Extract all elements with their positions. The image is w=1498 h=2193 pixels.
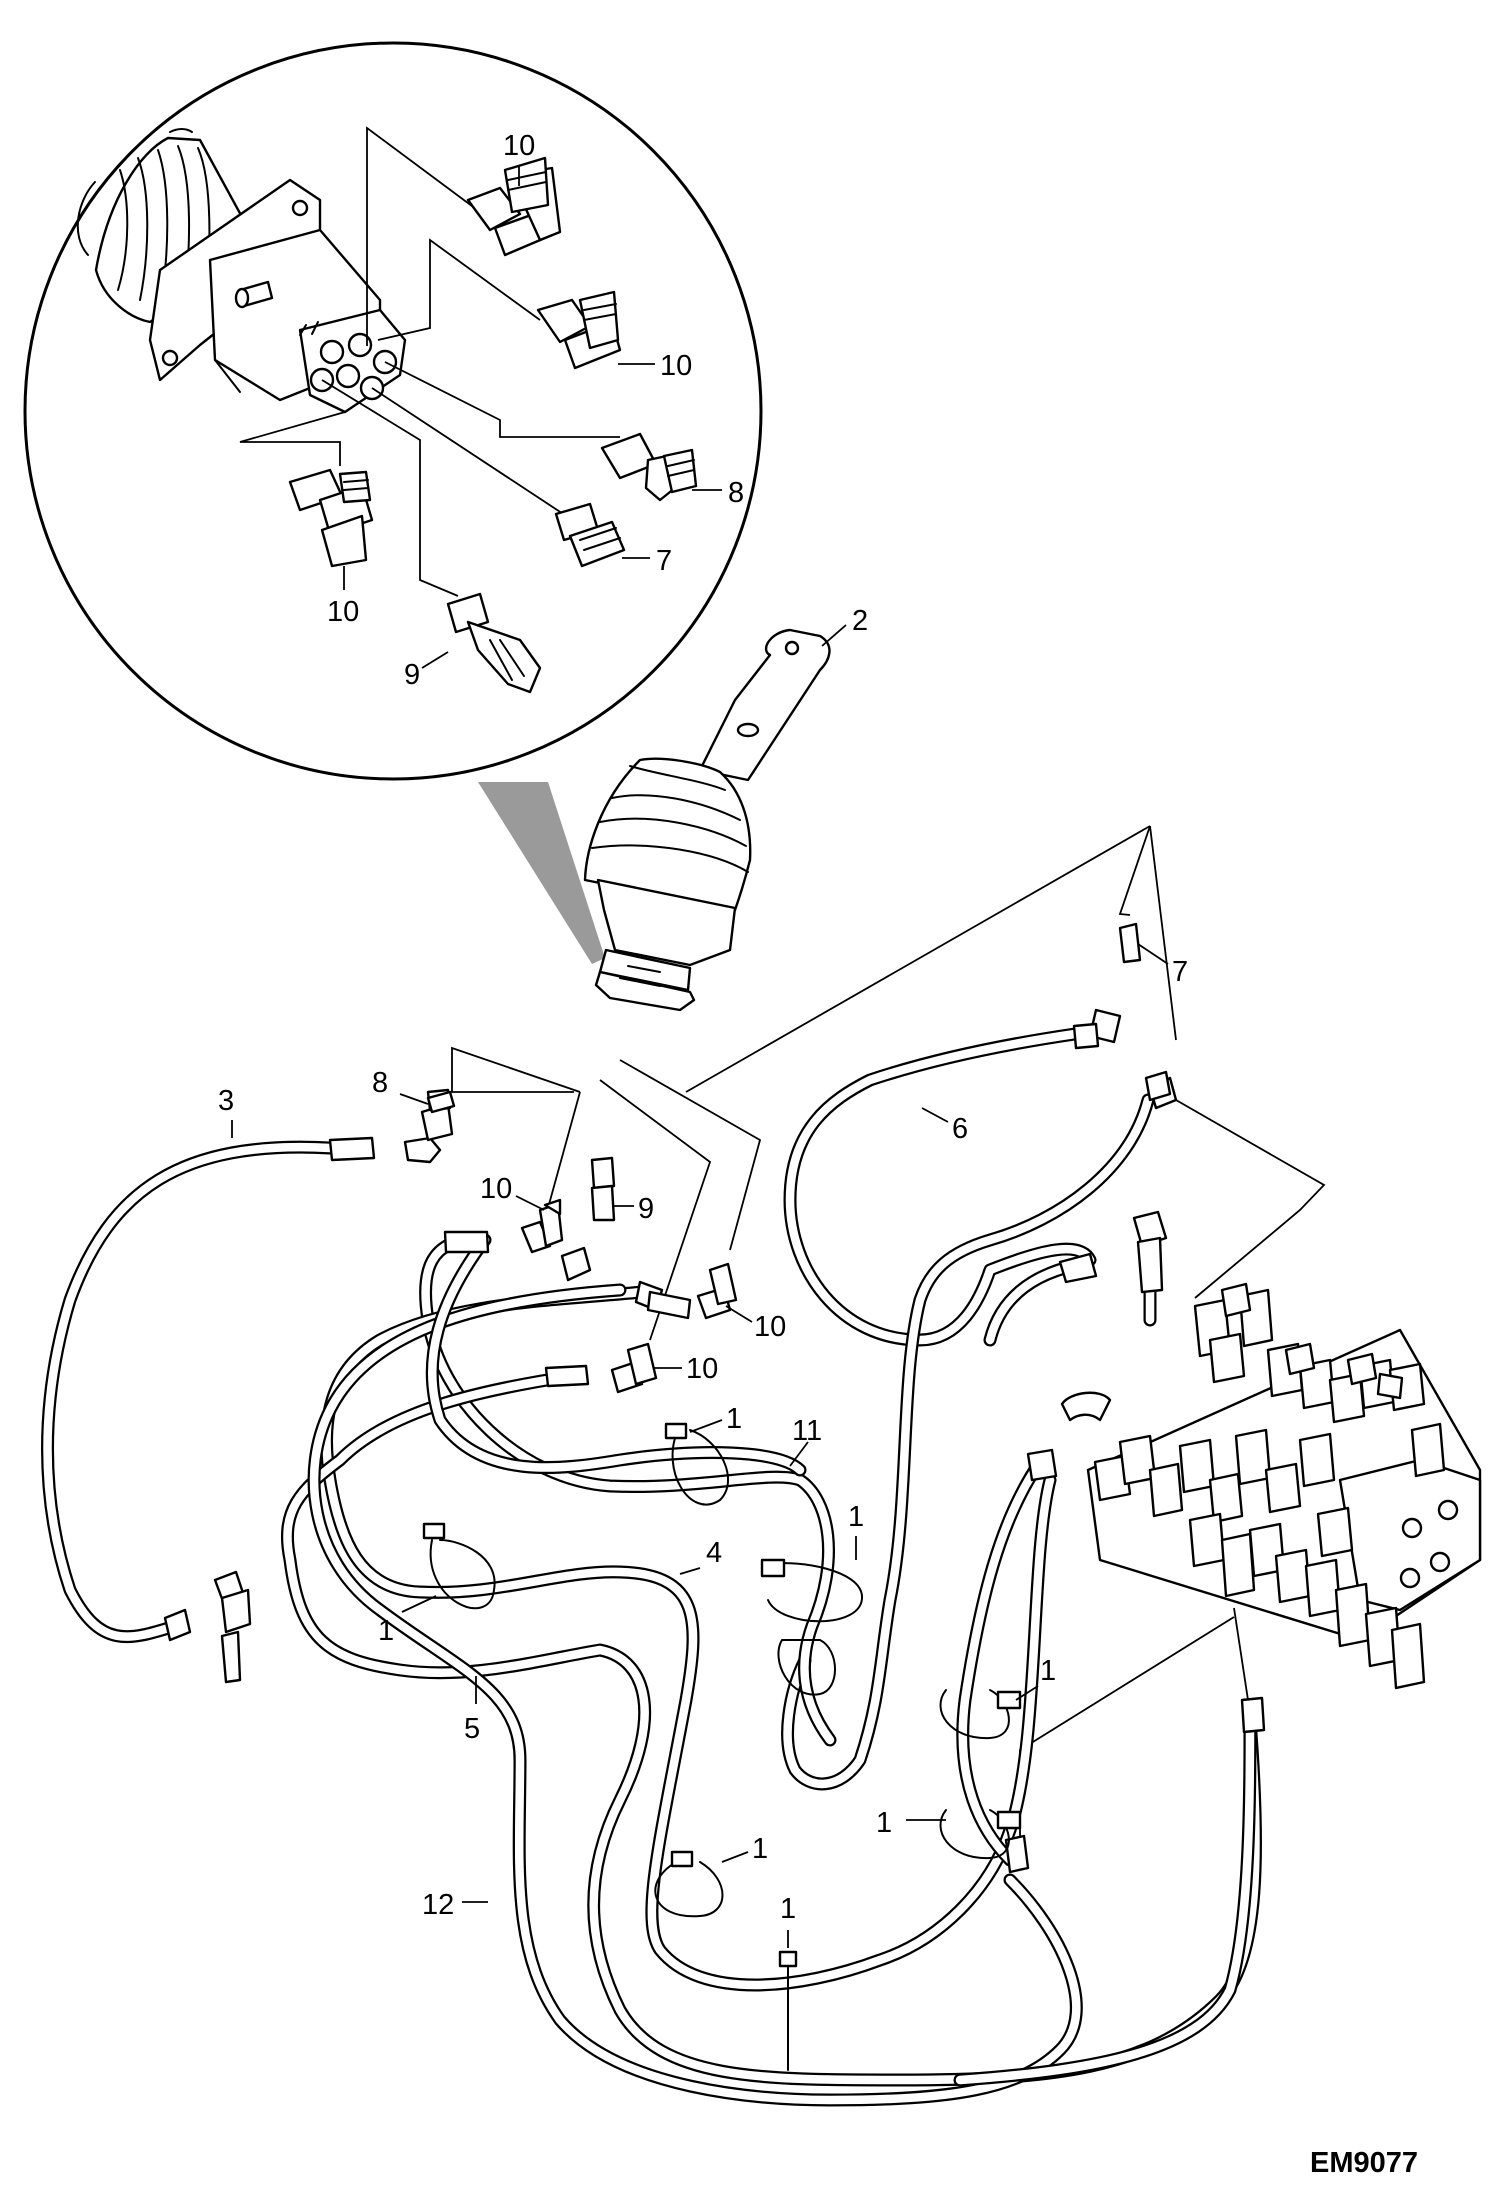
callout-1-g: 1 bbox=[780, 1893, 796, 1925]
hose-clamps bbox=[422, 1422, 1022, 2071]
hoses bbox=[41, 1027, 1263, 2107]
joystick-valve-detail bbox=[76, 128, 407, 414]
callout-1-b: 1 bbox=[848, 1501, 864, 1533]
callout-10-inset-mid: 10 bbox=[660, 350, 692, 382]
callout-10-b: 10 bbox=[754, 1311, 786, 1343]
fitting-elbow-8 bbox=[600, 432, 698, 502]
callout-5: 5 bbox=[464, 1713, 480, 1745]
callout-1-d: 1 bbox=[1040, 1655, 1056, 1687]
fitting-elbow-mid bbox=[536, 290, 622, 370]
callout-2: 2 bbox=[852, 605, 868, 637]
fitting-elbow-low bbox=[288, 468, 374, 568]
callout-10-inset-low-text: 10 bbox=[327, 596, 359, 628]
callout-7: 7 bbox=[1172, 956, 1188, 988]
callout-7-inset: 7 bbox=[656, 545, 672, 577]
callout-9: 9 bbox=[638, 1193, 654, 1225]
inset-pointer bbox=[478, 782, 605, 964]
callout-6: 6 bbox=[952, 1113, 968, 1145]
callout-10-c: 10 bbox=[686, 1353, 718, 1385]
callout-1-e: 1 bbox=[876, 1807, 892, 1839]
fitting-straight-7 bbox=[554, 502, 626, 568]
main-fittings bbox=[163, 922, 1266, 1874]
inset-circle bbox=[23, 41, 763, 781]
callout-1-f: 1 bbox=[752, 1833, 768, 1865]
fitting-elbow-top bbox=[466, 156, 562, 257]
callout-12: 12 bbox=[422, 1889, 454, 1921]
detail-inset: 10 10 8 7 10 9 bbox=[23, 41, 763, 964]
diagram-code: EM9077 bbox=[1310, 2147, 1418, 2179]
callouts: 2 7 3 8 6 10 9 10 10 1 11 1 4 1 1 5 1 1 bbox=[218, 605, 1188, 1948]
callout-1-a: 1 bbox=[726, 1403, 742, 1435]
callout-10-inset-top: 10 bbox=[503, 130, 535, 162]
fitting-straight-9 bbox=[446, 592, 542, 694]
callout-8-inset: 8 bbox=[728, 477, 744, 509]
callout-3: 3 bbox=[218, 1085, 234, 1117]
callout-10-a: 10 bbox=[480, 1173, 512, 1205]
callout-1-c: 1 bbox=[378, 1615, 394, 1647]
callout-11: 11 bbox=[792, 1415, 822, 1447]
callout-8: 8 bbox=[372, 1067, 388, 1099]
callout-4: 4 bbox=[706, 1537, 722, 1569]
control-valve bbox=[1060, 1282, 1482, 1690]
joystick bbox=[583, 628, 831, 1012]
callout-9-inset: 9 bbox=[404, 659, 420, 691]
